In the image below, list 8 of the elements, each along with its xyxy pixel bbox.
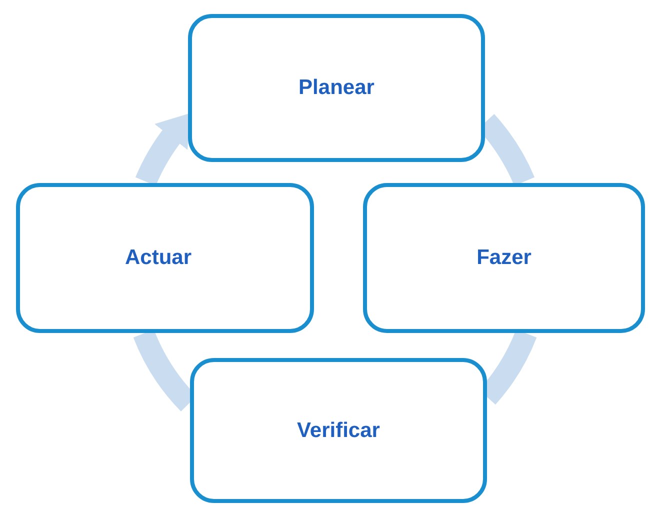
- step-label: Actuar: [125, 246, 192, 270]
- step-label: Planear: [298, 76, 374, 100]
- step-box: [16, 183, 314, 333]
- step-box: [190, 358, 487, 503]
- step-box: [188, 14, 485, 162]
- step-box: [363, 183, 645, 333]
- step-label: Verificar: [297, 418, 380, 442]
- step-label: Fazer: [476, 246, 532, 270]
